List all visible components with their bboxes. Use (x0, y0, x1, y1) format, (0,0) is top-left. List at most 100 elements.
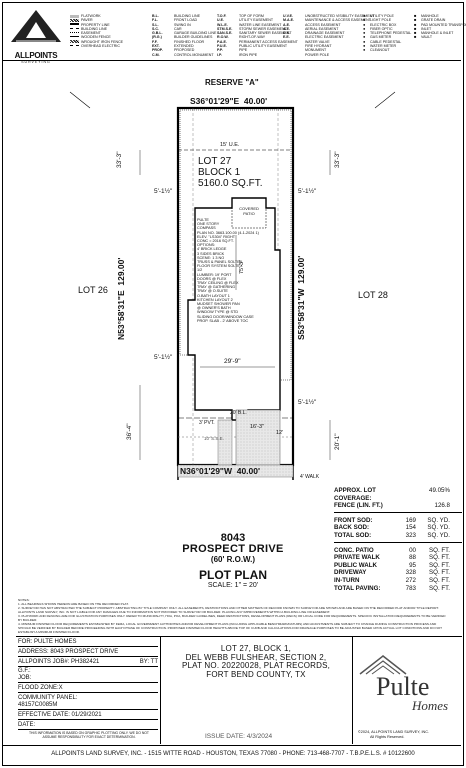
left-bearing: N53°58'31"E 129.00' (116, 257, 126, 340)
legend-abbr-value: POWER POLE (305, 52, 330, 57)
house-spec-line: ONE STORY (197, 222, 220, 227)
legend-symbol-label: ELECTRIC BOX (370, 22, 397, 27)
plot-plan-drawing (69, 91, 396, 480)
legend-symbol-label: LIGHT POLE (370, 18, 392, 23)
public-walk (177, 464, 294, 478)
table-value: 126.8 (434, 502, 450, 510)
legend-abbr-value: PIPE (239, 48, 248, 53)
legend-abbr-value: BUILDER GUIDELINES (174, 35, 213, 40)
pulte-logo: Pulte Homes (356, 648, 460, 728)
pulte-name: Pulte (376, 672, 430, 701)
table-qty: 783 (405, 584, 416, 592)
table-unit: SQ. FT. (429, 569, 450, 577)
legend-line-label: BUILDING LINE (81, 26, 107, 31)
reserve-arrow-right (374, 91, 396, 109)
legend-symbol-label: CABLE PEDESTAL (370, 39, 402, 44)
reserve-arrow-left (69, 91, 91, 109)
table-label: PUBLIC WALK (334, 561, 377, 569)
legend-line-label: WROUGHT IRON FENCE (81, 39, 124, 44)
table-unit: SQ. YD. (427, 531, 450, 539)
house-spec-line: @ OWNER'S BATH (197, 306, 231, 311)
table-value: 49.05% (429, 487, 450, 494)
legend-abbr-key: M.A.E. (283, 18, 294, 23)
legend-symbol-label: GRATE DRAIN (421, 18, 446, 23)
house-spec-line: CONC = 2016 SQ.FT. (197, 239, 234, 244)
legend-abbr-row: E.E.ELECTRIC EASEMENT (283, 35, 374, 39)
legend-line-symbol-icon (70, 36, 79, 39)
table-qty: 272 (405, 576, 416, 584)
legal-line-1: LOT 27, BLOCK 1, (220, 644, 292, 653)
info-address: ADDRESS: 8043 PROSPECT DRIVE (18, 649, 158, 657)
house-spec-line: COMPASS (197, 226, 216, 231)
house-spec-line: KITCHEN LAYOUT 2 (197, 297, 233, 302)
block-label: BLOCK 1 (198, 167, 241, 178)
width-dim: 29'-9" (224, 358, 241, 365)
legend-line-label: PROPERTY LINE (81, 22, 110, 27)
legend-line-row: EASEMENT (70, 31, 123, 35)
legend-symbol-row: ■MANHOLE (414, 13, 466, 18)
legend-abbr-row: F.L. FRONT LOAD (152, 18, 216, 22)
legend-abbr-key: F.L. (152, 18, 158, 23)
legend-symbol-label: WATER METER (370, 44, 397, 49)
footer-bar (3, 745, 461, 746)
legend-abbr-row: MONUMENT (283, 48, 374, 52)
legend-abbr-value: UNOBSTRUCTED VISIBILITY EASEMENT (305, 14, 375, 18)
legend-abbr-row: (R.G.) BUILDER GUIDELINES (152, 35, 216, 39)
legend-abbr-key: (R.G.) (152, 35, 162, 40)
legend-symbol-row: ■INLET (414, 26, 466, 31)
legend-abbr-value: DRAINAGE EASEMENT (305, 31, 345, 36)
house-spec-line: MUDSET SHOWER PAN (197, 302, 240, 307)
dim-12-label: 12' (276, 430, 284, 436)
table-unit: SQ. FT. (429, 561, 450, 569)
legend-line-row: BUILDING LINE (70, 27, 123, 31)
legend-symbol-label: GAS METER (370, 35, 392, 40)
info-area-divider-2 (352, 636, 353, 744)
lot-title: LOT 27 (198, 156, 232, 167)
reserve-label: RESERVE "A" (205, 78, 259, 87)
coverage-section: APPROX. LOT COVERAGE:49.05%FENCE (LIN. F… (334, 487, 462, 513)
front-easement-label: 10' S.S.E. (204, 436, 224, 441)
table-qty: 323 (405, 531, 416, 539)
legend-abbr-row: T.O.F.TOP OF FORM (217, 14, 298, 18)
legend-abbr-value: PUBLIC UTILITY EASEMENT (239, 44, 288, 49)
bottom-bearing: N36°01'29"W 40.00' (180, 466, 261, 476)
table-row: APPROX. LOT COVERAGE:49.05% (334, 487, 462, 502)
legend-symbol-icon: ■ (414, 34, 417, 40)
legend-abbr-row: FIRE HYDRANT (283, 44, 374, 48)
info-by: BY: TT (139, 659, 158, 665)
legend-symbol-icon: ● (363, 25, 366, 31)
table-label: FENCE (LIN. FT.) (334, 502, 383, 510)
footer-text: ALLPOINTS LAND SURVEY, INC. - 1515 WITTE… (51, 751, 415, 757)
legend-symbol-label: MANHOLE & INLET (421, 31, 454, 36)
dim-16-label: 16'-3" (250, 424, 265, 430)
legend-symbol-icon: ● (363, 47, 366, 53)
legend-abbr-key: S.C. (152, 26, 159, 31)
legend-abbr-value: MAINTENANCE & ACCESS EASEMENT (305, 18, 371, 23)
table-unit: SQ. FT. (429, 584, 450, 592)
legend-abbr-row: PROP.PROPOSED (152, 48, 216, 52)
table-qty: 88 (409, 554, 416, 562)
legend-symbol-row: ●CLEANOUT (363, 47, 411, 53)
legend-abbr-key: F.F. (152, 39, 158, 44)
info-client: FOR: PULTE HOMES (18, 639, 158, 647)
dim-left-low: 36'-4" (126, 423, 133, 440)
legend-symbol-label: FIBER OPTIC (370, 26, 393, 31)
street-name: PROSPECT DRIVE (182, 543, 284, 555)
legend-line-row: PROPERTY LINE (70, 23, 123, 27)
house-spec-line: PLAN NO. 3663.100.00 (4-1-2024 1) (197, 230, 259, 235)
right-bearing: S53°58'31"W 129.00' (296, 255, 306, 340)
legend-abbr-key: P.U.E. (217, 44, 227, 49)
legend-abbr-value: FRONT LOAD (174, 18, 198, 23)
legend-abbr-row: W.L.E.WATER LINE EASEMENT (217, 23, 298, 27)
driveway (235, 409, 281, 466)
legend-symbol-label: TELEPHONE PEDESTAL (370, 31, 412, 36)
legend-abbr-row: B.L.BUILDING LINE (152, 14, 216, 18)
legend-abbr-key: R.O.W. (217, 35, 229, 40)
info-community: 48157C0085M (18, 702, 158, 710)
legend-abbr-row: A.E.AERIAL EASEMENT (283, 27, 374, 31)
legend-symbol-row: ● FIBER OPTIC (363, 25, 411, 31)
